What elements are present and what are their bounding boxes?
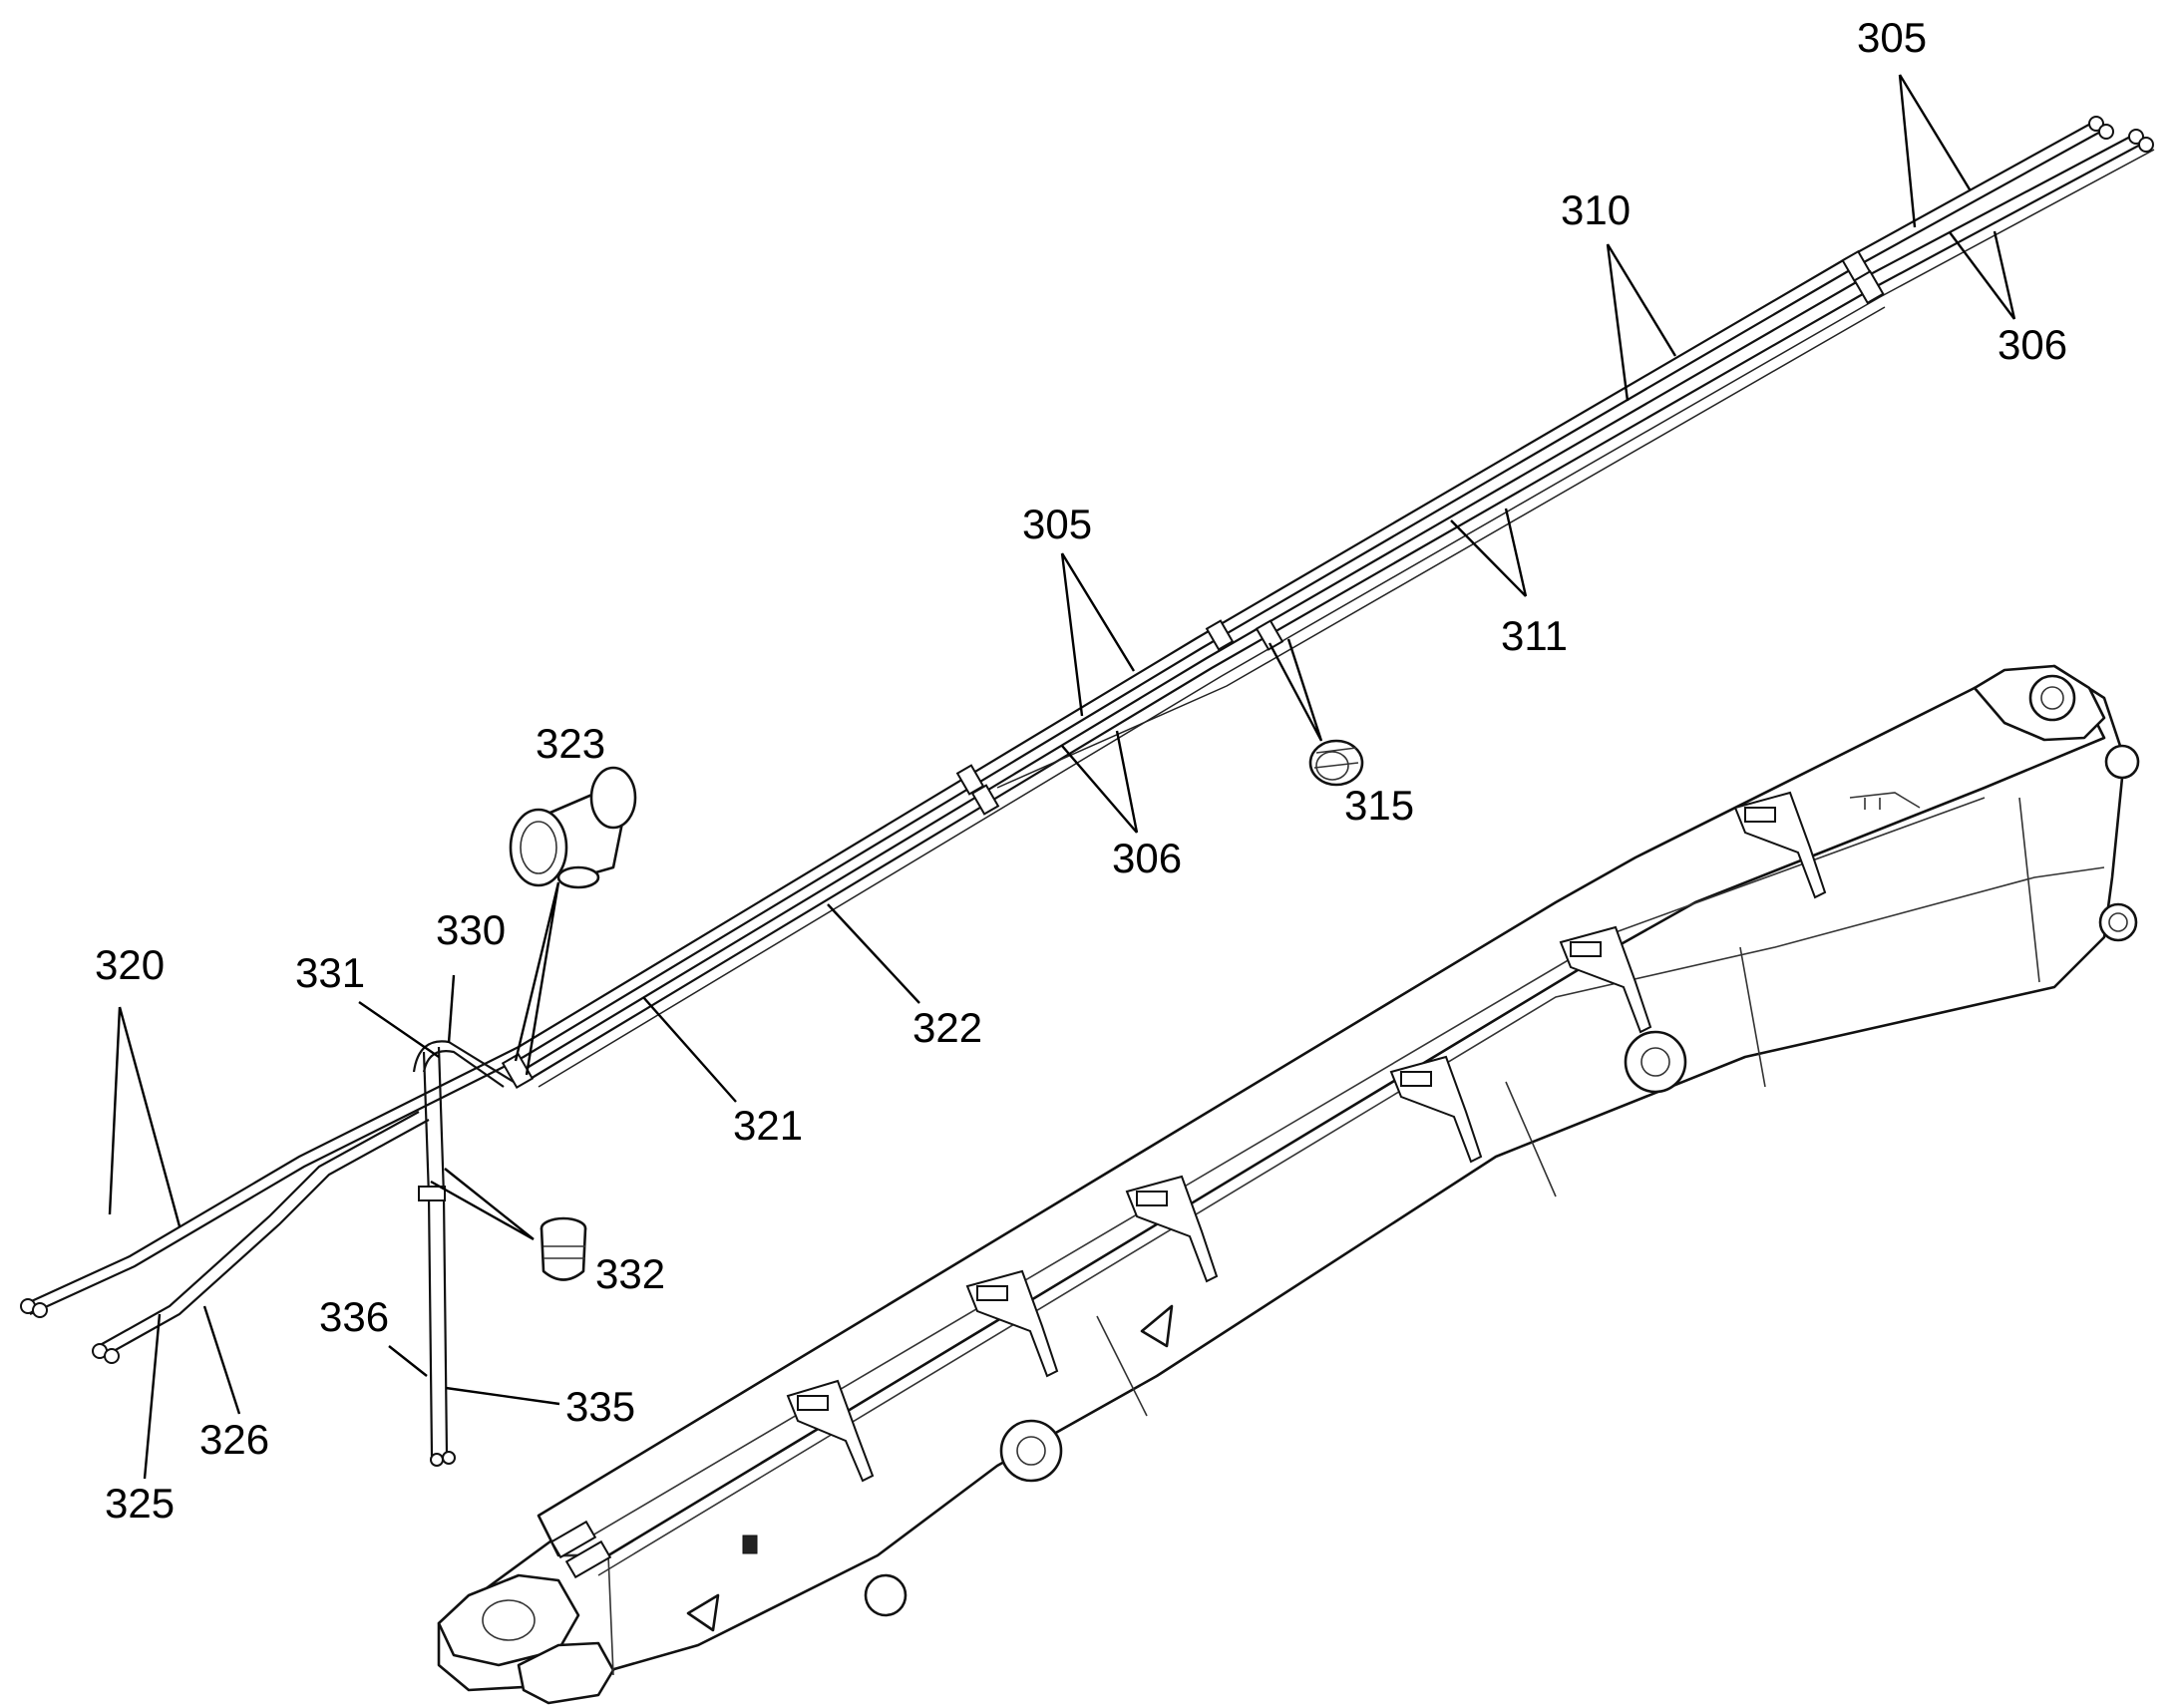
end-fitting-335-a [430, 1453, 444, 1467]
callout-315: 315 [1344, 782, 1414, 829]
leader-306-mid [1061, 730, 1139, 834]
leader-310 [1606, 243, 1677, 402]
coupling-left-lower [970, 784, 1000, 816]
clamp-vertical-332 [418, 1186, 446, 1201]
part-315-nut [1308, 739, 1364, 787]
callout-311: 311 [1501, 612, 1568, 659]
boom-clamp-5 [1389, 1055, 1483, 1164]
callout-335: 335 [565, 1383, 635, 1430]
leader-326 [202, 1305, 241, 1415]
leader-311 [1450, 508, 1528, 597]
leader-lines [108, 74, 2016, 1480]
callout-331: 331 [295, 949, 365, 996]
side-pad-2-inner [1640, 1047, 1670, 1077]
end-fitting-top-b [2098, 124, 2114, 140]
callout-325: 325 [105, 1480, 175, 1527]
boom-clamp-4 [1125, 1175, 1219, 1283]
callout-323: 323 [536, 720, 605, 767]
pipe-branch-326 [104, 1119, 430, 1357]
pipe-line-6 [996, 306, 1886, 789]
head-pin-boss-right [2104, 744, 2140, 780]
callout-labels: 305 306 310 311 305 306 315 323 330 331 … [95, 14, 2067, 1527]
pipe-branch-325 [94, 1111, 420, 1349]
leader-315 [1268, 638, 1323, 742]
leader-305-top [1898, 74, 1972, 228]
callout-310: 310 [1561, 186, 1631, 233]
boom-clamp-6 [1559, 925, 1652, 1034]
head-pin-hole-lower [2108, 912, 2128, 932]
triangle-bracket-1 [1140, 1304, 1174, 1348]
callout-306-mid: 306 [1112, 835, 1182, 881]
leader-322 [827, 903, 920, 1004]
callout-305-mid: 305 [1022, 501, 1092, 547]
leader-335 [445, 1386, 560, 1406]
triangle-bracket-2 [686, 1593, 720, 1632]
pipe-bundle [20, 116, 2155, 1467]
callout-306-top: 306 [1998, 321, 2067, 368]
callout-330: 330 [436, 906, 506, 953]
boom-foot-right [517, 1641, 615, 1705]
pipe-line-1 [24, 121, 2095, 1306]
leader-325 [143, 1313, 162, 1480]
callout-305-top: 305 [1857, 14, 1927, 61]
part-323-tee-fitting [509, 766, 637, 889]
boom-clamp-2 [786, 1379, 875, 1483]
head-pin-boss-lower [2098, 902, 2138, 942]
leader-306-top [1949, 230, 2016, 320]
leader-323 [514, 881, 560, 1076]
section-seam-1 [1096, 1315, 1148, 1417]
boom-foot-left [437, 1573, 580, 1667]
pipe-line-3 [523, 134, 2135, 1071]
callout-321: 321 [733, 1102, 803, 1149]
end-fitting-325-b [104, 1348, 120, 1364]
leader-331 [358, 1001, 440, 1058]
end-fitting-320-b [32, 1302, 48, 1318]
section-seam-3 [1739, 946, 1766, 1088]
side-pad-1 [999, 1419, 1063, 1483]
boom-clamp-1 [549, 1520, 612, 1579]
leader-330 [447, 974, 456, 1044]
leader-321 [642, 996, 737, 1103]
section-seam-4 [2018, 797, 2040, 983]
pipe-loop-331 [422, 1050, 505, 1088]
leader-320 [108, 1006, 182, 1227]
pipe-vertical-336 [422, 1051, 434, 1457]
boom-bottom-edge [597, 866, 2105, 1576]
end-fitting-335-b [442, 1451, 456, 1465]
end-fitting-top-d [2138, 137, 2154, 153]
leader-336 [388, 1345, 428, 1377]
pipe-line-5 [538, 149, 2155, 1088]
boom-clamps [549, 791, 1921, 1579]
part-332-adapter [540, 1216, 587, 1281]
boom-bracket-top [1849, 792, 1921, 810]
boom-arm [437, 664, 2140, 1705]
callout-320: 320 [95, 941, 165, 988]
boom-small-block [742, 1535, 758, 1554]
leader-305-mid [1060, 552, 1136, 717]
pipe-vertical-335 [437, 1046, 449, 1457]
boom-clamp-3 [965, 1269, 1059, 1378]
foot-pin-hole [482, 1599, 536, 1641]
pipe-loop-330 [412, 1040, 515, 1083]
coupling-right-lower [1853, 269, 1885, 305]
head-pin-boss-upper [2028, 674, 2076, 722]
coupling-mid-lower [1255, 619, 1284, 651]
pipe-line-4 [528, 142, 2145, 1081]
callout-322: 322 [912, 1004, 982, 1051]
head-pin-hole-upper [2040, 686, 2064, 710]
callout-332: 332 [595, 1250, 665, 1297]
side-pad-3 [864, 1573, 908, 1617]
clamp-bundle-323 [501, 1053, 535, 1089]
leader-332 [430, 1168, 535, 1241]
section-seam-2 [1505, 1081, 1557, 1197]
side-pad-2 [1624, 1030, 1687, 1094]
callout-326: 326 [199, 1416, 269, 1463]
side-pad-1-inner [1016, 1436, 1046, 1466]
callout-336: 336 [319, 1293, 389, 1340]
boom-clamp-7 [1733, 791, 1827, 899]
coupling-mid-upper [1205, 619, 1235, 651]
